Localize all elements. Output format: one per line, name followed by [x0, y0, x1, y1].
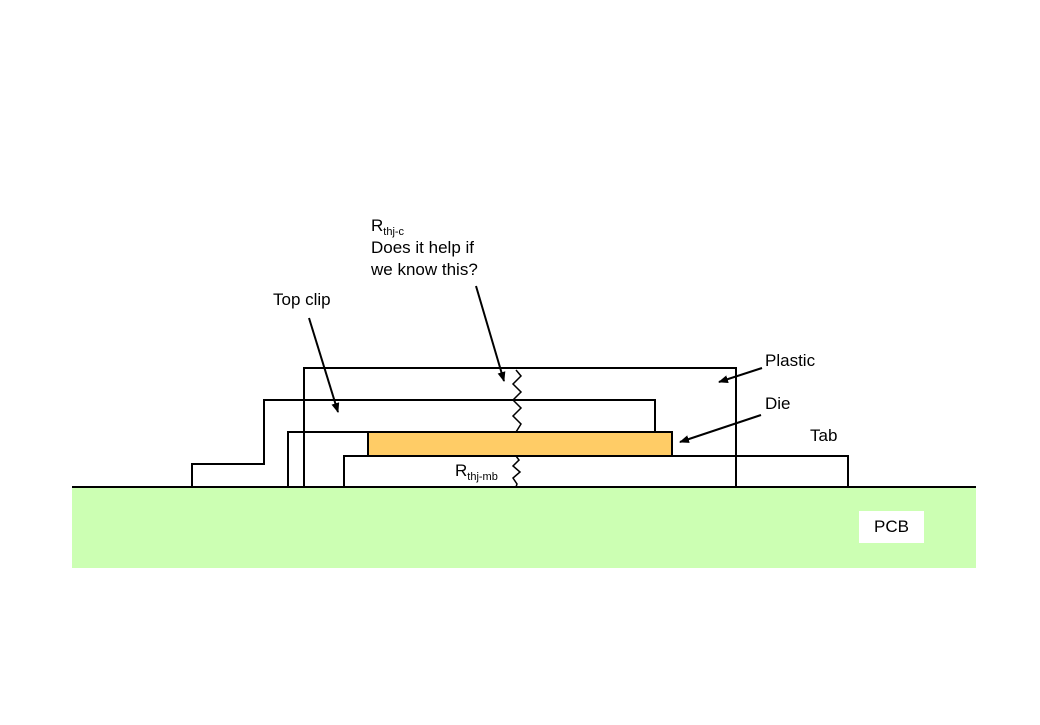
plastic-body-outline [303, 367, 737, 487]
rthj-c-label: Rthj-c [371, 215, 404, 239]
rthj-mb-subscript: thj-mb [467, 471, 498, 483]
top-clip-inner [287, 431, 368, 487]
die [367, 431, 673, 457]
rthj-mb-resistor-icon [511, 455, 522, 488]
tab-outline [343, 455, 849, 487]
question-line-1: Does it help if [371, 238, 474, 257]
arrow-plastic [718, 367, 763, 384]
pcb-board [72, 488, 976, 568]
rthj-mb-label: Rthj-mb [455, 460, 498, 484]
pcb-label: PCB [859, 511, 924, 543]
rthj-c-symbol: R [371, 216, 384, 235]
top-clip-label: Top clip [273, 290, 331, 309]
top-clip-outer [191, 399, 656, 487]
rthj-c-subscript: thj-c [383, 226, 405, 238]
arrow-question-to-resistor [475, 285, 506, 382]
rthj-c-resistor-icon [511, 369, 523, 433]
plastic-label: Plastic [765, 351, 816, 370]
rthj-mb-symbol: R [455, 461, 468, 480]
arrow-top-clip [308, 317, 340, 413]
question-line-2: we know this? [371, 260, 478, 279]
tab-label: Tab [810, 426, 838, 445]
arrow-die [679, 414, 762, 443]
die-label: Die [765, 394, 791, 413]
